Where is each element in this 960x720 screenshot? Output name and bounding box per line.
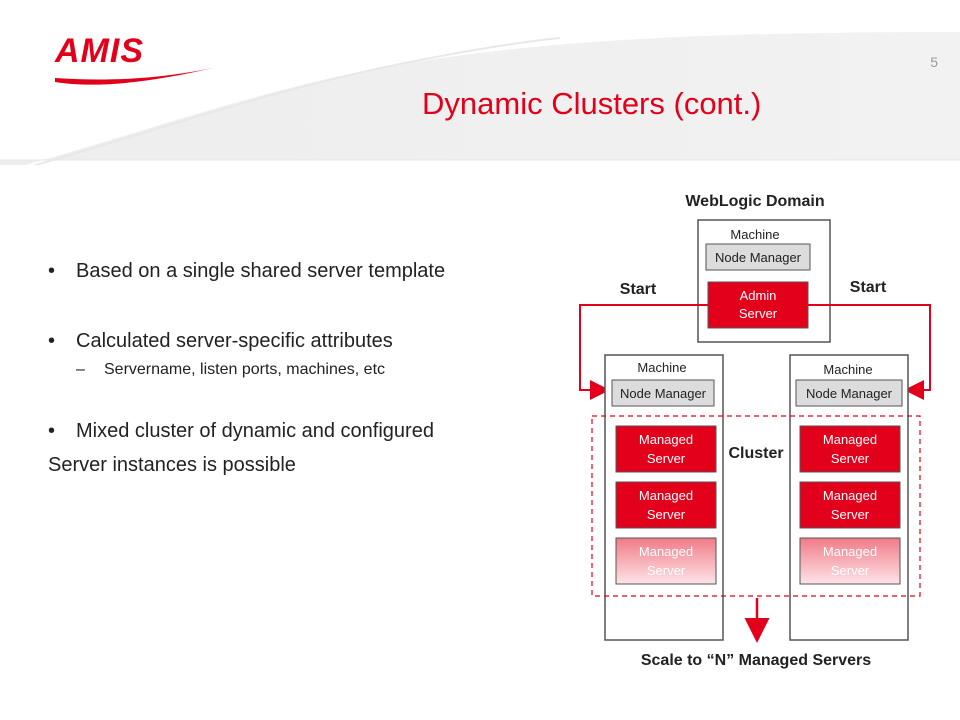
bullet-dot-icon: • [48,420,56,442]
logo-text: AMIS [55,32,144,70]
managed-server-box [615,425,717,473]
page-number: 5 [930,54,938,70]
domain-label: WebLogic Domain [685,193,824,210]
admin-node-manager-label: Node Manager [715,250,802,265]
admin-node-manager-box [705,243,811,271]
start-left-arrow [579,304,708,400]
header-band [0,0,960,165]
sub-bullet-item: – Servername, listen ports, machines, et… [48,360,568,380]
bullet-text: Mixed cluster of dynamic and configured [76,420,434,442]
managed-server-box [799,425,901,473]
start-right-label: Start [850,279,887,296]
weblogic-domain-diagram: WebLogic Domain Machine Node Manager Adm… [579,193,931,669]
managed-server-label: Server [647,507,686,522]
machine-left-label: Machine [637,360,686,375]
admin-server-box [707,281,809,329]
cluster-label: Cluster [728,445,783,462]
node-manager-left-box [611,379,715,407]
admin-server-label-line1: Admin [740,288,777,303]
bullet-text: Based on a single shared server template [76,260,446,282]
managed-server-box-faded [799,537,901,585]
slide-title: Dynamic Clusters (cont.) [422,86,762,121]
node-manager-left-label: Node Manager [620,386,707,401]
bullet-list: • Based on a single shared server templa… [48,258,568,478]
node-manager-right-label: Node Manager [806,386,893,401]
bullet-text: Calculated server-specific attributes [76,330,393,352]
managed-server-label: Managed [823,544,877,559]
managed-server-label: Managed [639,544,693,559]
bullet-continuation: Server instances is possible [48,454,296,476]
managed-server-label: Server [831,563,870,578]
sub-bullet-text: Servername, listen ports, machines, etc [104,361,386,378]
managed-server-label: Managed [639,488,693,503]
managed-server-box [799,481,901,529]
managed-server-label: Managed [823,432,877,447]
scale-label: Scale to “N” Managed Servers [641,652,871,669]
bullet-dot-icon: • [48,260,56,282]
machine-right-label: Machine [823,362,872,377]
managed-server-label: Managed [639,432,693,447]
managed-server-label: Managed [823,488,877,503]
managed-server-label: Server [647,563,686,578]
bullet-item: • Mixed cluster of dynamic and configure… [48,418,568,444]
logo-swoosh-icon [55,68,213,85]
dash-icon: – [76,361,85,378]
start-left-label: Start [620,281,657,298]
start-right-arrow [808,304,931,400]
managed-server-label: Server [647,451,686,466]
amis-logo: AMIS [55,32,213,85]
cluster-boundary [591,415,921,597]
managed-server-label: Server [831,451,870,466]
admin-server-label-line2: Server [739,306,778,321]
node-manager-right-box [795,379,903,407]
managed-server-box [615,481,717,529]
bullet-item: • Calculated server-specific attributes [48,328,568,354]
managed-server-box-faded [615,537,717,585]
managed-server-label: Server [831,507,870,522]
bullet-dot-icon: • [48,330,56,352]
bullet-item: • Based on a single shared server templa… [48,258,568,284]
admin-machine-label: Machine [730,227,779,242]
